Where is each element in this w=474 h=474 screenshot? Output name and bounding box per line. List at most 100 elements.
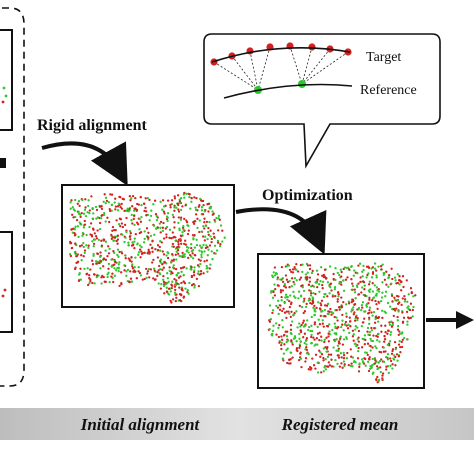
cloud-point — [178, 286, 181, 289]
cloud-point — [377, 300, 380, 304]
cloud-point — [193, 266, 196, 269]
cloud-point — [345, 324, 348, 327]
cloud-point — [309, 294, 313, 297]
cloud-point — [136, 242, 139, 245]
cloud-point — [334, 267, 337, 270]
cloud-point — [94, 205, 98, 209]
cloud-point — [175, 206, 178, 209]
cloud-point — [357, 282, 360, 285]
cloud-point — [389, 359, 393, 363]
cloud-point — [332, 272, 335, 276]
cloud-point — [71, 213, 74, 216]
cloud-point — [166, 212, 170, 215]
cloud-point — [180, 294, 183, 297]
cloud-point — [290, 341, 294, 344]
cloud-point — [107, 262, 111, 266]
cloud-point — [179, 234, 183, 237]
cloud-point — [140, 246, 143, 249]
cloud-point — [279, 288, 283, 292]
cloud-point — [311, 269, 314, 273]
cloud-point — [118, 195, 121, 199]
cloud-point — [87, 204, 90, 208]
cloud-point — [330, 358, 333, 361]
cloud-point — [162, 284, 166, 288]
cloud-point — [318, 290, 321, 293]
cloud-point — [162, 253, 166, 256]
cloud-point — [135, 277, 138, 280]
cloud-point — [93, 282, 96, 285]
cloud-point — [357, 293, 361, 296]
cloud-point — [308, 325, 311, 329]
cloud-point — [78, 245, 82, 248]
cloud-point — [127, 241, 130, 244]
cloud-point — [386, 343, 389, 346]
cloud-point — [190, 266, 193, 269]
cloud-point — [310, 302, 314, 305]
cloud-point — [315, 269, 319, 272]
cloud-point — [384, 331, 387, 334]
cloud-point — [174, 281, 178, 284]
cloud-point — [131, 263, 134, 266]
cloud-point — [140, 215, 143, 219]
cloud-point — [106, 275, 109, 279]
cloud-point — [289, 294, 292, 297]
cloud-point — [380, 296, 384, 299]
cloud-point — [335, 333, 338, 336]
cloud-point — [182, 225, 185, 228]
cloud-point — [127, 210, 130, 213]
cloud-point — [148, 198, 151, 202]
cloud-point — [313, 321, 317, 324]
cloud-point — [123, 223, 127, 227]
cloud-point — [337, 295, 340, 298]
cloud-point — [357, 336, 360, 339]
left-frame-top — [0, 29, 13, 131]
cloud-point — [193, 286, 196, 289]
cloud-point — [167, 287, 171, 290]
cloud-point — [216, 239, 220, 243]
cloud-point — [139, 256, 142, 259]
cloud-point — [339, 337, 342, 340]
cloud-point — [321, 319, 324, 322]
cloud-point — [162, 278, 165, 281]
cloud-point — [305, 352, 309, 355]
cloud-point — [364, 338, 367, 342]
cloud-point — [380, 268, 383, 271]
cloud-point — [320, 310, 323, 313]
cloud-point — [396, 359, 399, 362]
cloud-point — [205, 267, 208, 270]
cloud-point — [133, 240, 136, 243]
cloud-point — [273, 283, 276, 286]
cloud-point — [340, 275, 343, 278]
cloud-point — [316, 371, 320, 374]
cloud-point — [302, 319, 305, 322]
cloud-point — [371, 272, 375, 275]
cloud-point — [192, 282, 195, 286]
cloud-point — [299, 276, 303, 279]
cloud-point — [113, 236, 117, 239]
cloud-point — [128, 195, 131, 198]
cloud-point — [205, 244, 208, 247]
cloud-point — [288, 305, 292, 309]
cloud-point — [107, 245, 110, 248]
cloud-point — [400, 303, 403, 307]
cloud-point — [314, 367, 317, 370]
cloud-point — [211, 213, 214, 216]
cloud-point — [159, 249, 162, 252]
cloud-point — [179, 216, 183, 219]
cloud-point — [116, 253, 119, 257]
cloud-point — [123, 209, 126, 213]
cloud-point — [172, 258, 176, 261]
cloud-point — [375, 292, 378, 295]
cloud-point — [325, 350, 328, 353]
cloud-point — [343, 322, 347, 326]
cloud-point — [361, 306, 364, 309]
cloud-point — [175, 274, 179, 277]
cloud-point — [130, 256, 133, 259]
cloud-point — [367, 283, 371, 286]
cloud-point — [399, 332, 402, 335]
cloud-point — [342, 354, 346, 357]
cloud-point — [298, 304, 301, 308]
cloud-point — [136, 202, 139, 206]
cloud-point — [165, 254, 168, 257]
